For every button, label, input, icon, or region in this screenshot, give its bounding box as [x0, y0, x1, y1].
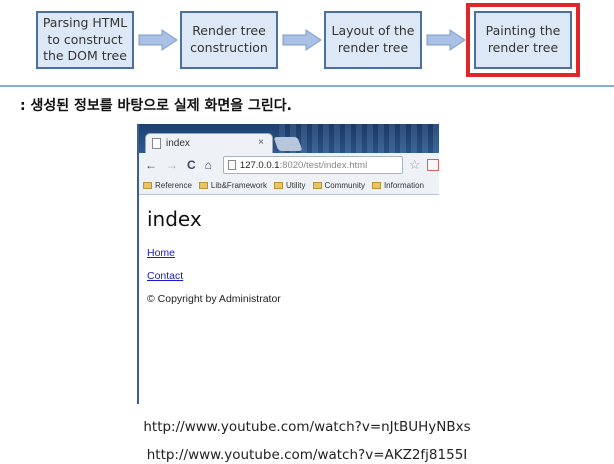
divider	[0, 85, 614, 87]
browser-tab[interactable]: index ×	[145, 133, 273, 153]
forward-icon[interactable]: →	[166, 158, 178, 172]
page-icon	[227, 160, 236, 170]
folder-icon	[312, 182, 322, 189]
page-heading: index	[147, 207, 202, 231]
star-icon[interactable]: ☆	[408, 157, 421, 172]
arrow-icon	[282, 29, 322, 51]
bookmark-lib-framework[interactable]: Lib&Framework	[198, 181, 267, 190]
arrow-icon	[426, 29, 466, 51]
video-link[interactable]: http://www.youtube.com/watch?v=AKZ2fj815…	[146, 447, 468, 463]
browser-window: index × ← → C ⌂ 127.0.0.1:8020/test/inde…	[137, 124, 439, 404]
folder-icon	[371, 182, 381, 189]
browser-toolbar: ← → C ⌂ 127.0.0.1:8020/test/index.html ☆	[139, 153, 439, 177]
url-path: :8020/test/index.html	[279, 159, 368, 171]
close-icon[interactable]: ×	[258, 137, 264, 148]
folder-icon	[198, 182, 208, 189]
arrow-icon	[138, 29, 178, 51]
stage-parsing-html: Parsing HTML to construct the DOM tree	[36, 11, 134, 69]
video-links: http://www.youtube.com/watch?v=nJtBUHyNB…	[0, 413, 614, 464]
address-bar[interactable]: 127.0.0.1:8020/test/index.html	[222, 156, 403, 174]
caption: : 생성된 정보를 바탕으로 실제 화면을 그린다.	[20, 98, 293, 114]
new-tab-button[interactable]	[273, 137, 303, 151]
reload-icon[interactable]: C	[187, 158, 196, 172]
page-content: index Home Contact © Copyright by Admini…	[139, 195, 439, 317]
copyright-text: © Copyright by Administrator	[147, 293, 281, 305]
contact-link[interactable]: Contact	[147, 270, 184, 282]
folder-icon	[143, 182, 152, 189]
stage-render-tree-construction: Render tree construction	[180, 11, 278, 69]
bookmark-community[interactable]: Community	[312, 181, 365, 190]
back-icon[interactable]: ←	[145, 158, 157, 172]
video-link[interactable]: http://www.youtube.com/watch?v=nJtBUHyNB…	[143, 419, 471, 435]
page-icon	[152, 138, 161, 149]
tab-title: index	[166, 138, 190, 149]
bookmarks-bar: Reference Lib&Framework Utility Communit…	[139, 177, 439, 195]
folder-icon	[273, 182, 283, 189]
bookmark-information[interactable]: Information	[371, 181, 424, 190]
extension-icon[interactable]	[426, 159, 439, 171]
home-icon[interactable]: ⌂	[204, 158, 212, 172]
browser-titlebar: index ×	[139, 124, 439, 153]
stage-layout-render-tree: Layout of the render tree	[324, 11, 422, 69]
bookmark-utility[interactable]: Utility	[273, 181, 306, 190]
stage-painting-render-tree: Painting the render tree	[466, 3, 580, 77]
home-link[interactable]: Home	[147, 247, 176, 259]
url-host: 127.0.0.1	[239, 159, 280, 171]
bookmark-reference[interactable]: Reference	[143, 181, 192, 190]
